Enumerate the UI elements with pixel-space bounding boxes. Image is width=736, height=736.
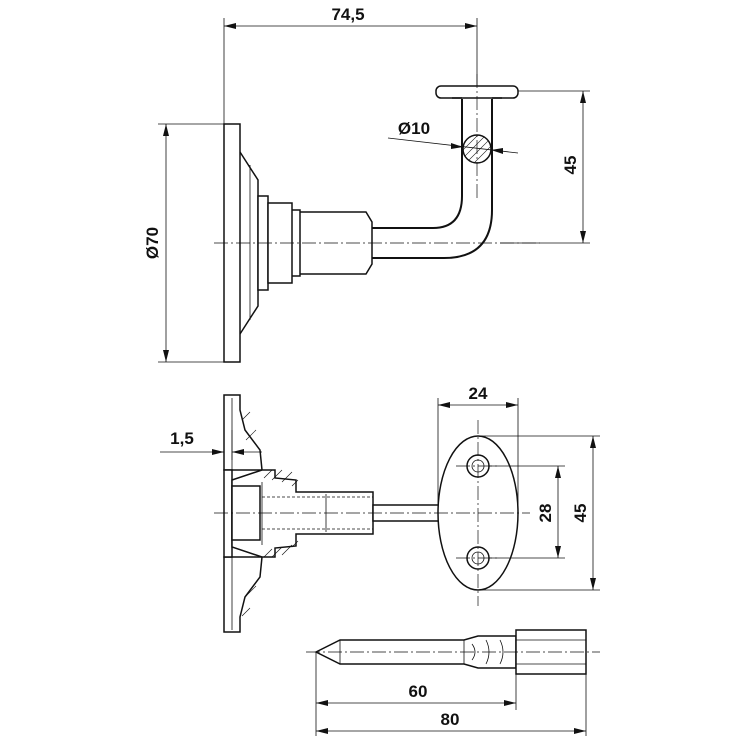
section-view xyxy=(214,394,530,633)
flange-section-upper xyxy=(223,394,263,471)
dim-flange-thickness: 1,5 xyxy=(160,429,262,460)
dim-top-length-label: 74,5 xyxy=(331,5,364,24)
rod-outer xyxy=(372,99,493,259)
dim-top-height-label: 45 xyxy=(561,156,580,175)
dim-top-diameter-label: Ø70 xyxy=(143,227,162,259)
hub-hatch xyxy=(241,411,299,617)
dim-hole-spacing-label: 28 xyxy=(536,504,555,523)
dim-top-diameter: Ø70 xyxy=(143,123,224,363)
dim-hole-spacing: 28 xyxy=(489,465,565,559)
dim-rod-diameter-label: Ø10 xyxy=(398,119,430,138)
dim-top-height: 45 xyxy=(500,90,590,244)
dim-plate-width-label: 24 xyxy=(469,384,488,403)
dim-plate-height-label: 45 xyxy=(571,504,590,523)
rod-inner xyxy=(372,99,463,229)
dim-screw-total: 80 xyxy=(315,674,587,736)
dim-flange-thickness-label: 1,5 xyxy=(170,429,194,448)
dim-screw-thread: 60 xyxy=(315,652,517,710)
dim-top-length: 74,5 xyxy=(223,5,478,124)
side-view xyxy=(214,74,540,363)
dim-plate-height: 45 xyxy=(478,435,600,591)
screw xyxy=(306,629,600,675)
hub-step-3 xyxy=(292,209,301,277)
flange-section-lower xyxy=(223,556,263,633)
dim-plate-width: 24 xyxy=(437,384,519,513)
flange-face xyxy=(223,469,233,558)
dim-rod-diameter: Ø10 xyxy=(387,119,519,154)
dim-screw-thread-label: 60 xyxy=(409,682,428,701)
dim-screw-total-label: 80 xyxy=(441,710,460,729)
hub-section xyxy=(231,469,374,558)
